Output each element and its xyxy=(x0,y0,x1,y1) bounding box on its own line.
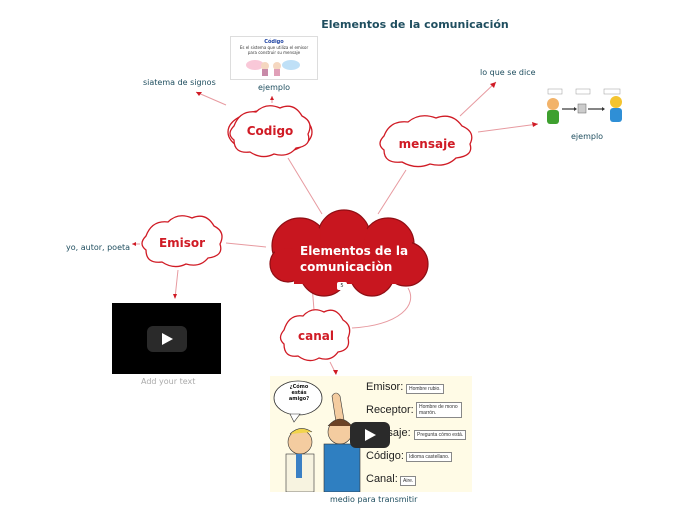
emisor-label[interactable]: Emisor xyxy=(158,236,206,250)
row-codigo-label: Código: xyxy=(366,450,404,462)
row-codigo-value: Idioma castellano. xyxy=(406,452,453,462)
speech-bubble-text: ¿Cómo estás amigo? xyxy=(288,384,310,402)
arrow-sistema xyxy=(196,92,202,96)
codigo-thumb-people-icon xyxy=(246,60,300,76)
row-receptor-value: Hombre de mono marrón. xyxy=(416,402,462,418)
mensaje-label[interactable]: mensaje xyxy=(398,137,456,151)
row-mensaje-value: Pregunta cómo está. xyxy=(414,430,467,440)
row-emisor-value: Hombre rubio. xyxy=(406,384,444,394)
receptor-person-icon xyxy=(610,96,622,122)
codigo-thumb-text: Es el sistema que utiliza el emisor para… xyxy=(239,45,309,55)
label-yo-autor-poeta[interactable]: yo, autor, poeta xyxy=(66,243,131,252)
emisor-person-icon xyxy=(547,98,559,124)
map-title: Elementos de la comunicación xyxy=(321,18,509,31)
line-sistema xyxy=(195,91,227,106)
canal-cloud[interactable] xyxy=(276,308,356,364)
label-medio-transmitir[interactable]: medio para transmitir xyxy=(330,495,418,504)
label-ejemplo-mensaje[interactable]: ejemplo xyxy=(571,132,604,141)
label-sistema-signos[interactable]: siatema de signos xyxy=(143,78,216,87)
codigo-label[interactable]: Codigo xyxy=(246,124,294,138)
line-emisor xyxy=(225,242,267,248)
mensaje-example-image[interactable] xyxy=(540,86,632,132)
canal-play-button-icon[interactable] xyxy=(350,422,390,448)
line-ejemplo-mensaje xyxy=(477,123,539,133)
central-label[interactable]: Elementos de la comunicaciòn xyxy=(300,243,408,275)
row-canal-label: Canal: xyxy=(366,473,398,485)
canal-image[interactable]: ¿Cómo estás amigo? Emisor: Hombre rubio.… xyxy=(270,376,472,492)
line-video xyxy=(174,269,179,299)
arrow-yo xyxy=(132,242,136,246)
label-ejemplo-codigo[interactable]: ejemplo xyxy=(258,83,291,92)
canal-label[interactable]: canal xyxy=(298,329,334,343)
label-add-your-text[interactable]: Add your text xyxy=(141,377,196,386)
central-cloud[interactable] xyxy=(260,208,436,298)
label-lo-que-se-dice[interactable]: lo que se dice xyxy=(480,68,536,77)
play-button-icon[interactable] xyxy=(147,326,187,352)
arrow-ejemplo xyxy=(270,96,274,100)
emisor-video[interactable] xyxy=(112,303,221,374)
line-codigo xyxy=(287,157,323,215)
row-canal-value: Aire. xyxy=(400,476,417,486)
line-lo-que xyxy=(459,81,497,117)
line-curve xyxy=(351,287,412,329)
codigo-cloud[interactable] xyxy=(224,104,316,160)
notes-badge[interactable]: 5 xyxy=(337,282,347,290)
central-line-2: comunicaciòn xyxy=(300,260,393,274)
emisor-cloud[interactable] xyxy=(136,214,228,270)
line-mensaje xyxy=(377,169,407,215)
arrow-ejemplo-m xyxy=(532,122,538,127)
arrow-canal-img xyxy=(333,370,338,375)
arrow-video xyxy=(173,294,177,299)
codigo-thumb-heading: Código xyxy=(264,39,284,45)
two-men-illustration-icon xyxy=(273,380,361,492)
mensaje-cloud[interactable] xyxy=(374,114,480,170)
row-emisor-label: Emisor: xyxy=(366,381,404,393)
codigo-thumbnail[interactable]: Código Es el sistema que utiliza el emis… xyxy=(230,36,318,80)
message-box-icon xyxy=(577,103,587,114)
row-receptor-label: Receptor: xyxy=(366,404,414,416)
central-line-1: Elementos de la xyxy=(300,244,409,258)
arrow-lo-que xyxy=(490,82,496,88)
